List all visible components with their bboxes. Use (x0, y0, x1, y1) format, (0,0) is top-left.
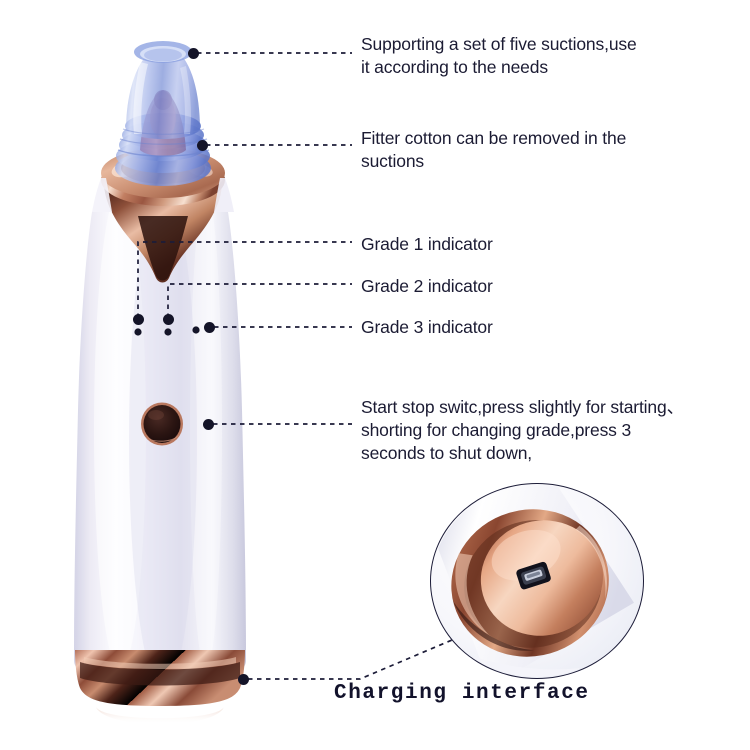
micro-usb-port (516, 561, 551, 590)
charging-port-magnifier (430, 483, 644, 679)
charging-base (75, 650, 245, 725)
grade-indicator-lights (134, 326, 200, 336)
leader-dot-charging (238, 674, 249, 685)
leader-dot-switch (203, 419, 214, 430)
annotation-grade-3: Grade 3 indicator (361, 317, 493, 337)
annotation-grade-1: Grade 1 indicator (361, 234, 493, 254)
leader-dot-grade-1 (133, 314, 144, 325)
annotation-suctions: Supporting a set of five suctions,use it… (361, 34, 637, 78)
suction-nozzle (115, 41, 211, 186)
annotation-start-stop-switch: Start stop switc,press slightly for star… (361, 397, 684, 464)
leader-dot-filter (197, 140, 208, 151)
leader-dot-grade-2 (163, 314, 174, 325)
leader-grade-1 (137, 241, 352, 318)
leader-dot-suctions (188, 48, 199, 59)
leader-dot-grade-3 (204, 322, 215, 333)
charging-interface-caption: Charging interface (334, 682, 590, 705)
leader-charging (248, 639, 453, 680)
power-button[interactable] (141, 402, 183, 446)
annotation-grade-2: Grade 2 indicator (361, 276, 493, 296)
product-illustration (74, 41, 246, 725)
annotation-filter-cotton: Fitter cotton can be removed in the suct… (361, 128, 627, 172)
leader-grade-2 (167, 283, 352, 318)
